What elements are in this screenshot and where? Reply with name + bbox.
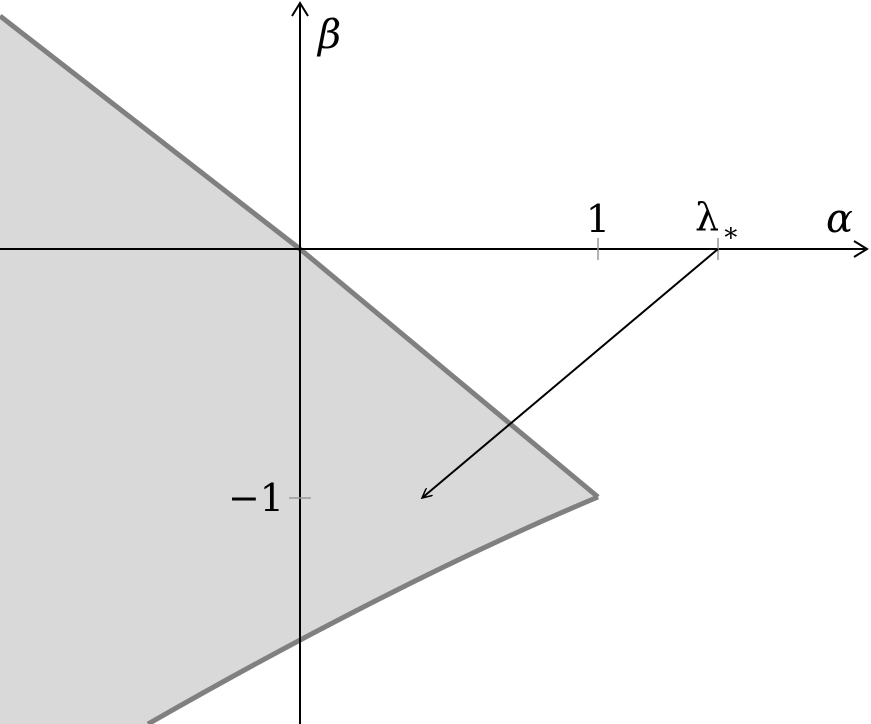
x-tick-label-1: 1 bbox=[586, 197, 610, 241]
y-axis-arrowhead bbox=[291, 1, 309, 17]
region-boundary-lower bbox=[146, 494, 599, 724]
x-tick-label-lambda: λ bbox=[695, 195, 719, 239]
direction-arrow bbox=[422, 248, 719, 498]
y-tick-label-minus-1: −1 bbox=[228, 476, 284, 520]
y-axis-label: β bbox=[316, 12, 341, 58]
x-axis-arrowhead bbox=[853, 240, 869, 258]
x-tick-label-lambda-subscript: ∗ bbox=[722, 218, 740, 248]
x-axis-label: α bbox=[826, 196, 853, 242]
